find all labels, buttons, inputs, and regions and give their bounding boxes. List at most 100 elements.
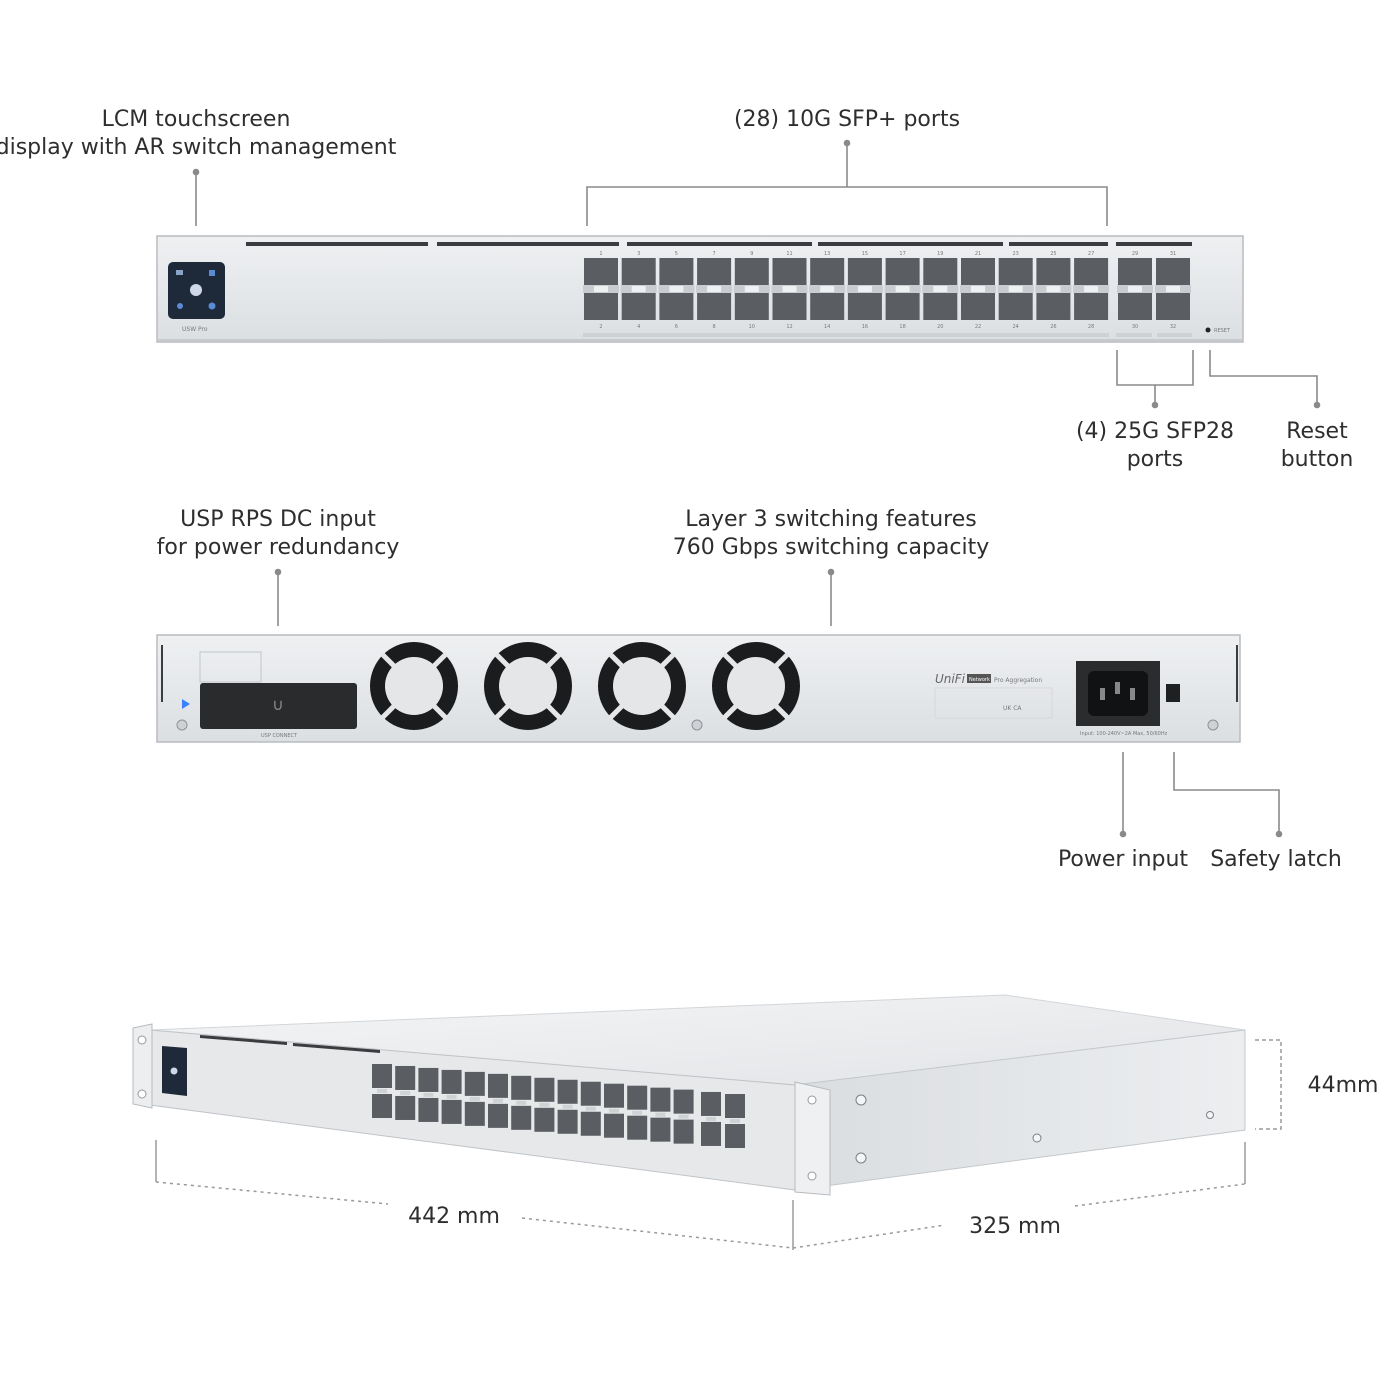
port-number-bottom: 32 [1170,324,1176,330]
sfp-plus-label: (28) 10G SFP+ ports [733,107,961,132]
port-number-top: 9 [750,251,753,257]
rear-panel: ∪ USP CONNECT UniFi Network Pro Aggregat… [156,634,1241,743]
rps-label: USP RPS DC input for power redundancy [156,507,400,560]
port-latch-tab [857,286,872,292]
sfp-port-top [584,258,618,285]
sfp-plus-bracket [586,186,1108,226]
sfp-port-bottom [772,293,807,320]
sfp-plus-port-pair[interactable] [620,258,657,320]
height-dimension: 44mm [1307,1073,1379,1098]
sfp-port-top [697,258,732,285]
sfp-port-pair-3d [557,1079,578,1134]
dimension-lines [155,1039,1282,1250]
touchscreen-leader-dot [192,168,200,176]
rack-ear-left [132,1023,153,1109]
port-latch-tab [1128,286,1142,292]
layer3-label: Layer 3 switching features 760 Gbps swit… [672,507,990,560]
port-latch-tab [669,286,684,292]
sfp28-bracket [1116,350,1194,386]
sfp28-port-pair[interactable] [1155,258,1191,320]
sfp-port-pair-3d [395,1065,416,1120]
port-latch-tab [707,286,722,292]
brand-text: UniFi [935,672,966,686]
display-center-icon [190,284,202,296]
port-latch-tab [1008,286,1023,292]
sfp-port-pair-3d [673,1089,694,1144]
sfp-port-bottom [961,293,995,320]
reset-leader [1209,350,1318,405]
sfp-plus-port-pair[interactable] [658,258,695,320]
reset-button[interactable] [1205,327,1211,333]
leader-lines-front [192,139,1321,409]
sfp-port-top [772,258,807,285]
safety-latch[interactable] [1166,684,1180,702]
reset-text: RESET [1214,328,1231,334]
port-number-top: 3 [637,251,640,257]
sfp-plus-port-pair[interactable] [884,258,921,320]
port-latch-tab [971,286,985,292]
sfp28-leader-dot [1151,401,1159,409]
sfp-port-top [998,258,1033,285]
port-latch-tab [1084,286,1099,292]
sfp-plus-port-pair[interactable] [922,258,959,320]
port-latch-tab [933,286,948,292]
depth-dimension: 325 mm [969,1214,1061,1239]
port-number-top: 13 [824,251,830,257]
fan-icon [598,642,686,730]
port-latch-tab [782,286,797,292]
sfp-port-pair-3d [511,1075,532,1130]
sfp-port-bottom [1074,293,1109,320]
sfp-plus-port-pair[interactable] [583,258,619,320]
port-number-bottom: 18 [899,324,905,330]
width-line-left [155,1181,389,1205]
sfp-plus-leader-dot [843,139,851,147]
sfp-port-bottom [847,293,882,320]
sfp-port-pair-3d [372,1064,392,1118]
reset-label: Reset button [1280,419,1354,472]
sfp-plus-port-pair[interactable] [997,258,1034,320]
sfp-port-bottom [734,293,769,320]
fan-icon [370,642,458,730]
sfp-port-pair-3d [534,1077,555,1132]
sfp-plus-port-pair[interactable] [1073,258,1110,320]
port-number-top: 19 [937,251,943,257]
height-bracket [1255,1039,1282,1130]
sfp-plus-port-pair[interactable] [1035,258,1072,320]
sfp-plus-port-pair[interactable] [960,258,996,320]
sfp-plus-port-pair[interactable] [696,258,733,320]
port-number-top: 31 [1170,251,1176,257]
front-vent [246,242,428,246]
port-number-top: 23 [1013,251,1019,257]
sfp-plus-port-pair[interactable] [771,258,808,320]
sfp-port-top [659,258,694,285]
product-text: Pro Aggregation [994,677,1042,684]
width-line-right [521,1217,794,1249]
port-number-top: 17 [899,251,905,257]
sfp-port-pair-3d [725,1094,745,1149]
sfp28-port-pair[interactable] [1117,258,1153,320]
sfp-plus-port-pair[interactable] [809,258,846,320]
port-number-bottom: 30 [1132,324,1138,330]
sfp-port-bottom [810,293,845,320]
port-number-bottom: 14 [824,324,830,330]
sfp28-label: (4) 25G SFP28 ports [1075,419,1235,472]
sfp-port-pair-3d [488,1073,508,1128]
rps-dc-connector [200,683,357,729]
front-panel: USW Pro 12345678910111213141516171819202… [156,235,1244,343]
sfp-port-bottom [697,293,732,320]
port-number-bottom: 4 [637,324,640,330]
width-dimension: 442 mm [408,1204,500,1229]
depth-line-left [792,1224,946,1249]
rack-ear-right [794,1081,831,1196]
port-number-bottom: 8 [713,324,716,330]
port-latch-tab [820,286,835,292]
port-number-top: 11 [786,251,792,257]
sfp-port-pair-3d [604,1083,624,1138]
port-number-bottom: 20 [937,324,943,330]
sfp-port-pair-3d [627,1085,648,1140]
reset-leader-dot [1313,401,1321,409]
sfp-plus-port-pair[interactable] [846,258,883,320]
port-number-top: 7 [713,251,716,257]
sfp-port-top [734,258,769,285]
sfp-plus-port-pair[interactable] [733,258,770,320]
